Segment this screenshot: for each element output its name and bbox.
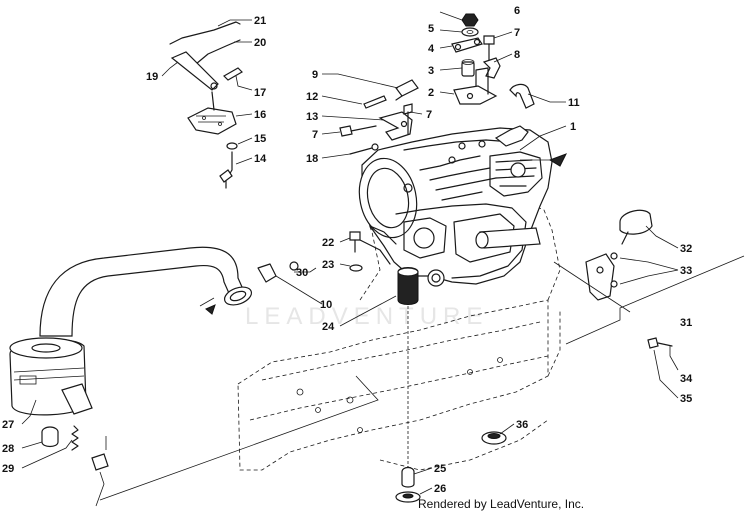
- watermark-text: LEADVENTURE: [245, 303, 488, 330]
- callout-20: 20: [254, 37, 266, 49]
- callout-25: 25: [434, 463, 446, 475]
- muffler-hardware: [41, 425, 109, 471]
- muffler: [9, 337, 93, 416]
- callout-9: 9: [312, 69, 318, 81]
- callout-10: 10: [320, 299, 332, 311]
- callout-14: 14: [254, 153, 267, 165]
- callout-17: 17: [254, 87, 266, 99]
- callout-24: 24: [322, 321, 335, 333]
- callout-30: 30: [296, 267, 308, 279]
- leader-lines: [21, 11, 679, 507]
- callout-labels: 1 2 3 4 5 6 7 7 7 8 9 10 11 12 13 14 15 …: [2, 5, 693, 495]
- callout-4: 4: [428, 43, 435, 55]
- callout-18: 18: [306, 153, 318, 165]
- callout-32: 32: [680, 243, 692, 255]
- throttle-assembly: [169, 21, 243, 189]
- callout-1: 1: [570, 121, 576, 133]
- callout-36: 36: [516, 419, 528, 431]
- callout-7-mid: 7: [426, 109, 432, 121]
- callout-11: 11: [568, 97, 580, 109]
- breather-hose: [509, 83, 535, 109]
- callout-34: 34: [680, 373, 693, 385]
- callout-28: 28: [2, 443, 14, 455]
- render-credit: Rendered by LeadVenture, Inc.: [418, 497, 584, 511]
- callout-12: 12: [306, 91, 318, 103]
- callout-8: 8: [514, 49, 520, 61]
- callout-22: 22: [322, 237, 334, 249]
- callout-3: 3: [428, 65, 434, 77]
- callout-26: 26: [434, 483, 446, 495]
- exhaust-pipe: [39, 246, 299, 337]
- callout-16: 16: [254, 109, 266, 121]
- callout-13: 13: [306, 111, 318, 123]
- mounting-parts-top: [451, 13, 501, 105]
- throttle-parts: [339, 79, 419, 155]
- callout-5: 5: [428, 23, 434, 35]
- callout-27: 27: [2, 419, 14, 431]
- frame-chassis: [237, 199, 561, 471]
- callout-23: 23: [322, 259, 334, 271]
- callout-7-top: 7: [514, 27, 520, 39]
- isolator-parts: [395, 431, 507, 503]
- callout-33: 33: [680, 265, 692, 277]
- callout-15: 15: [254, 133, 266, 145]
- callout-7-left: 7: [312, 129, 318, 141]
- engine-assembly: [358, 125, 553, 287]
- callout-31: 31: [680, 317, 692, 329]
- mount-bolt-parts: [349, 231, 419, 470]
- callout-19: 19: [146, 71, 158, 83]
- callout-6: 6: [514, 5, 520, 17]
- callout-2: 2: [428, 87, 434, 99]
- engine-mount-parts-right: [553, 209, 745, 349]
- callout-29: 29: [2, 463, 14, 475]
- callout-35: 35: [680, 393, 692, 405]
- callout-21: 21: [254, 15, 266, 27]
